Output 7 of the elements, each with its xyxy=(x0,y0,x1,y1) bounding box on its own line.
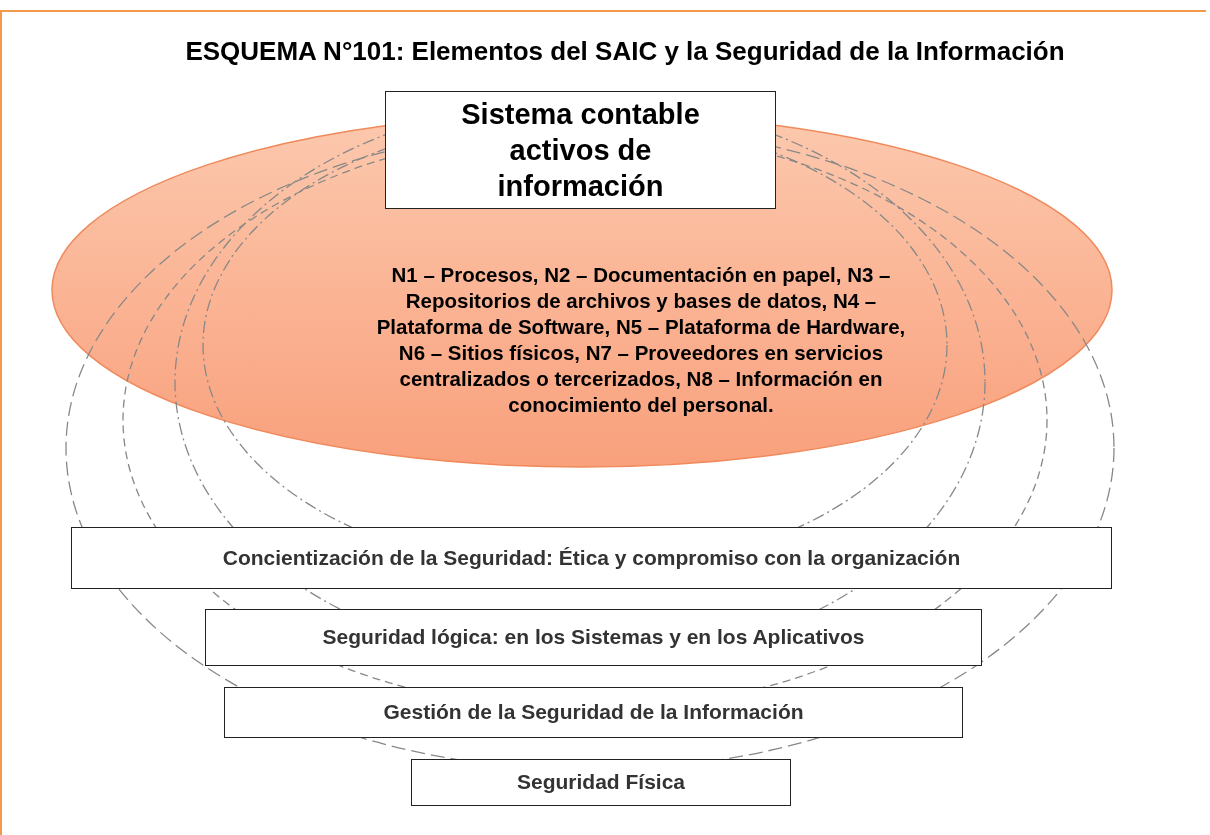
layer-box: Seguridad lógica: en los Sistemas y en los Aplicativos xyxy=(205,609,982,666)
diagram-title: ESQUEMA N°101: Elementos del SAIC y la Seguridad de la Información xyxy=(184,36,1066,67)
layer-box: Seguridad Física xyxy=(411,759,791,806)
title-box: Sistema contable activos de información xyxy=(385,91,776,209)
layer-box: Gestión de la Seguridad de la Información xyxy=(224,687,963,738)
asset-list-text: N1 – Procesos, N2 – Documentación en papel, N3 – Repositorios de archivos y bases de datos, N4 – Plataforma de Software, N5 – Plataforma de Hardware, N6 – Sitios físicos, N7 – Proveedores en servicios centralizados o tercerizados, N8 – Información en conocimiento del personal. xyxy=(375,262,907,418)
layer-box: Concientización de la Seguridad: Ética y compromiso con la organización xyxy=(71,527,1112,589)
